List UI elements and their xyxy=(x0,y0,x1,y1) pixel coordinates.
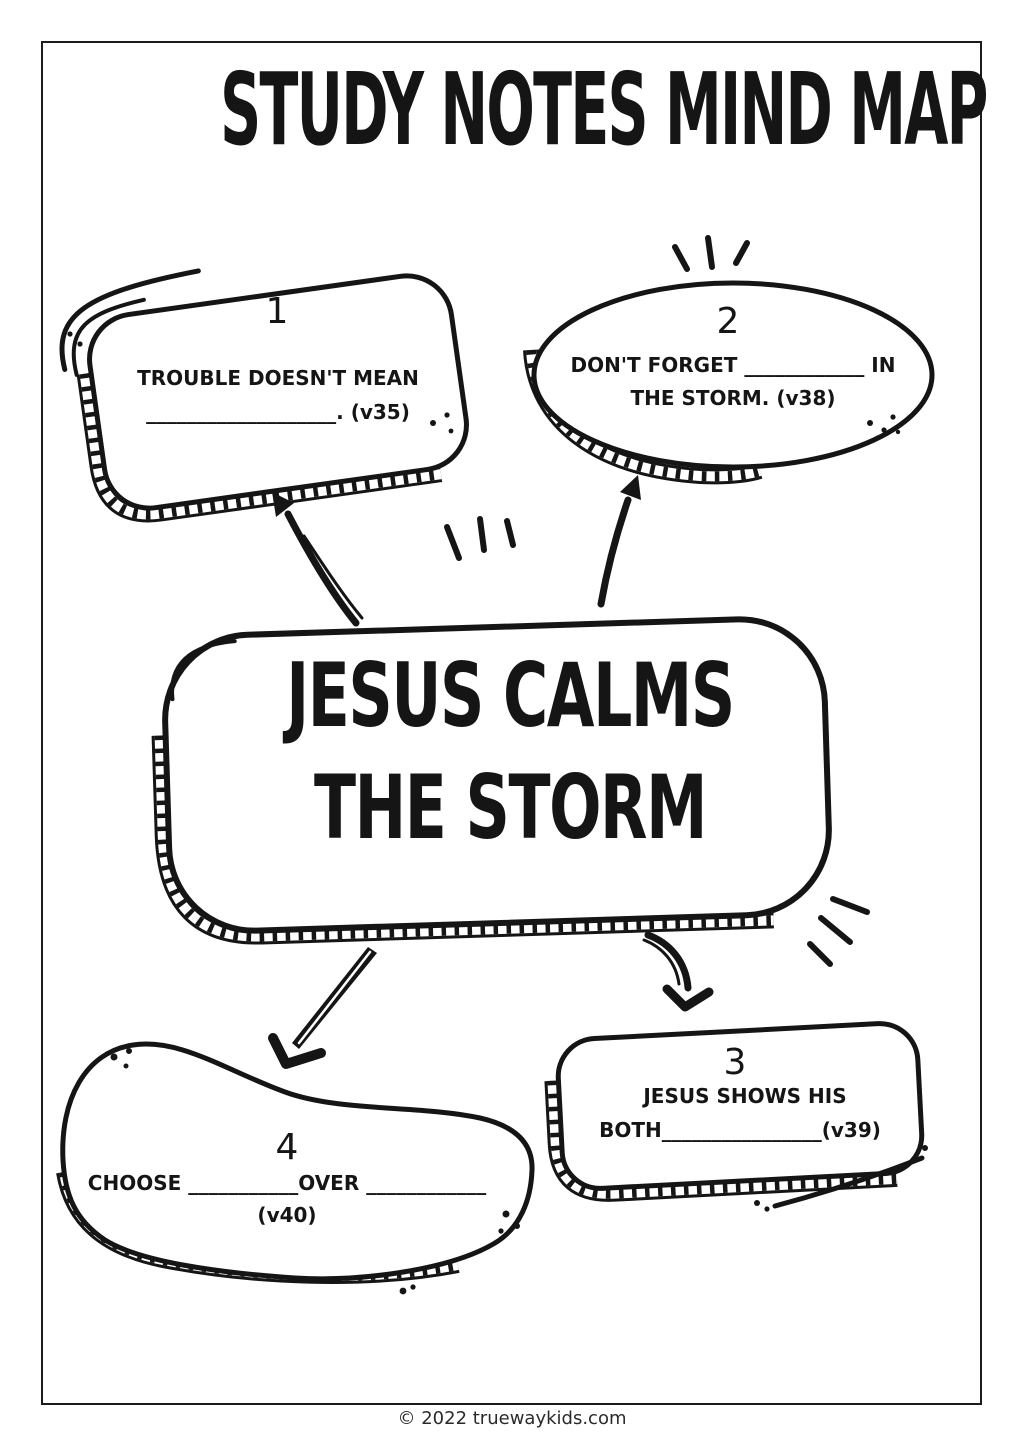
bubble-4-dots xyxy=(110,1048,520,1295)
bubble-4-shape xyxy=(60,1041,535,1282)
bubble-1-shape xyxy=(59,268,469,524)
center-bubble-outline xyxy=(162,616,832,934)
bubble-3-number: 3 xyxy=(723,1042,747,1083)
bubble-4-line1: CHOOSE ___________OVER ____________ xyxy=(87,1171,487,1195)
bubble-2-dots xyxy=(867,414,901,441)
bubble-4-number: 4 xyxy=(275,1127,299,1168)
center-bubble-line1: JESUS CALMS xyxy=(286,644,735,747)
bubble-3-shape xyxy=(550,1021,925,1197)
center-bubble-accent-line xyxy=(170,639,237,702)
bubble-3-dots xyxy=(754,1145,928,1212)
bubble-1-dots xyxy=(67,331,454,434)
page-title: STUDY NOTES MIND MAP xyxy=(220,51,988,168)
ticks-above-center-bubble xyxy=(444,516,516,561)
bubble-1-accent-line-inner xyxy=(71,297,146,377)
center-bubble-shape xyxy=(157,616,832,940)
bubble-1-number: 1 xyxy=(265,291,289,332)
bubble-2-shape xyxy=(531,280,935,476)
bubble-2-line1: DON'T FORGET ____________ IN xyxy=(570,353,896,377)
page-border-frame xyxy=(41,41,982,1405)
ticks-beside-center-bubble xyxy=(807,896,870,967)
arrow-center-to-bubble-4 xyxy=(268,947,377,1069)
bubble-3-line1: JESUS SHOWS HIS xyxy=(643,1084,847,1108)
footer-copyright: © 2022 truewaykids.com xyxy=(397,1408,627,1429)
bubble-3-line2: BOTH________________(v39) xyxy=(599,1118,881,1142)
bubble-4-outline xyxy=(60,1041,535,1282)
bubble-2-outline xyxy=(531,280,935,470)
bubble-1-line2: ___________________. (v35) xyxy=(146,400,410,424)
arrow-center-to-bubble-1 xyxy=(272,492,364,627)
ticks-above-bubble-2 xyxy=(672,235,750,272)
bubble-3-underline-swoosh xyxy=(772,1155,925,1209)
bubble-2-number: 2 xyxy=(716,301,740,342)
bubble-4-line2: (v40) xyxy=(257,1203,317,1227)
arrow-center-to-bubble-2 xyxy=(597,475,641,608)
arrow-center-to-bubble-3 xyxy=(642,931,714,1012)
bubble-3-outline xyxy=(555,1021,925,1191)
bubble-1-outline xyxy=(87,273,469,511)
bubble-2-line2: THE STORM. (v38) xyxy=(630,386,836,410)
bubble-1-line1: TROUBLE DOESN'T MEAN xyxy=(137,366,419,390)
bubble-1-accent-line-outer xyxy=(59,268,201,372)
center-bubble-line2: THE STORM xyxy=(314,756,707,859)
